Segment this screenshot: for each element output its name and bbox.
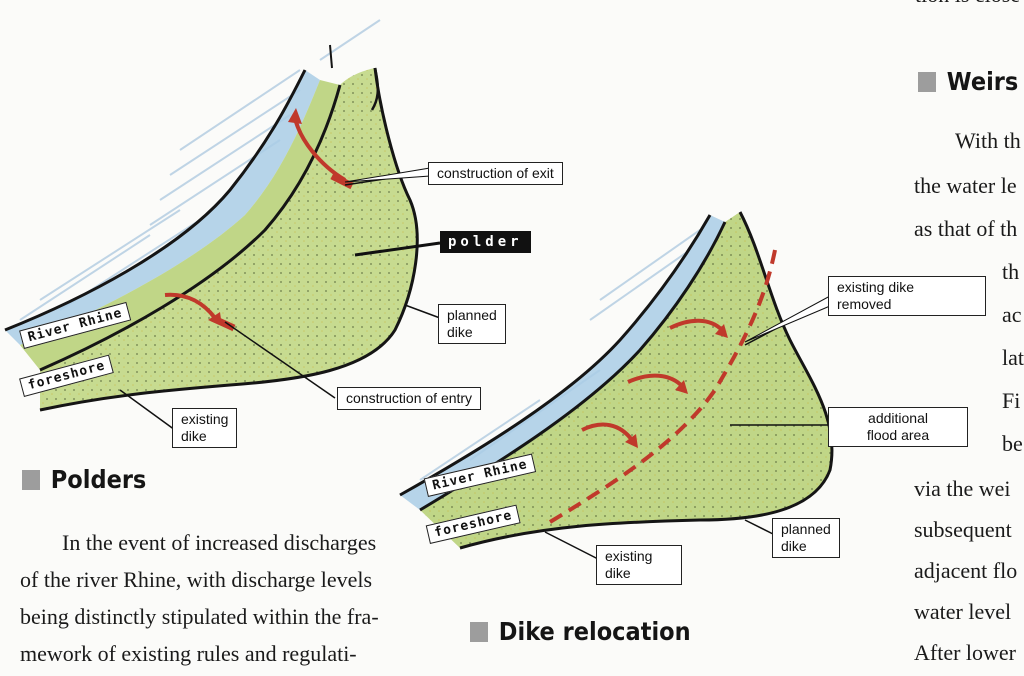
callout-planned-dike-left: planned dike bbox=[438, 304, 506, 344]
heading-marker-square bbox=[470, 621, 488, 642]
dike-relocation-diagram bbox=[399, 211, 834, 561]
callout-existing-dike-left: existing dike bbox=[172, 408, 238, 448]
heading-weirs: Weirs bbox=[918, 67, 1018, 96]
heading-dike-relocation: Dike relocation bbox=[470, 617, 691, 646]
planned-dike-line-right bbox=[459, 211, 834, 550]
heading-polders: Polders bbox=[22, 465, 146, 494]
callout-polder: polder bbox=[440, 231, 531, 253]
heading-marker-square bbox=[22, 469, 40, 490]
heading-marker-square bbox=[918, 71, 936, 92]
callout-existing-dike-removed: existing dike removed bbox=[828, 276, 986, 316]
callout-construction-of-entry: construction of entry bbox=[337, 387, 482, 410]
callout-existing-dike-right: existing dike bbox=[596, 545, 682, 585]
callout-additional-flood-area: additional flood area bbox=[828, 407, 968, 447]
existing-dike-line bbox=[39, 84, 342, 372]
removed-dike-line bbox=[543, 249, 777, 527]
entry-arrow bbox=[164, 292, 217, 320]
river-bank-line bbox=[4, 69, 307, 332]
callout-planned-dike-right: planned dike bbox=[772, 518, 840, 558]
callout-construction-of-exit: construction of exit bbox=[428, 162, 563, 185]
top-text-fragment: tion is close bbox=[915, 0, 1020, 13]
